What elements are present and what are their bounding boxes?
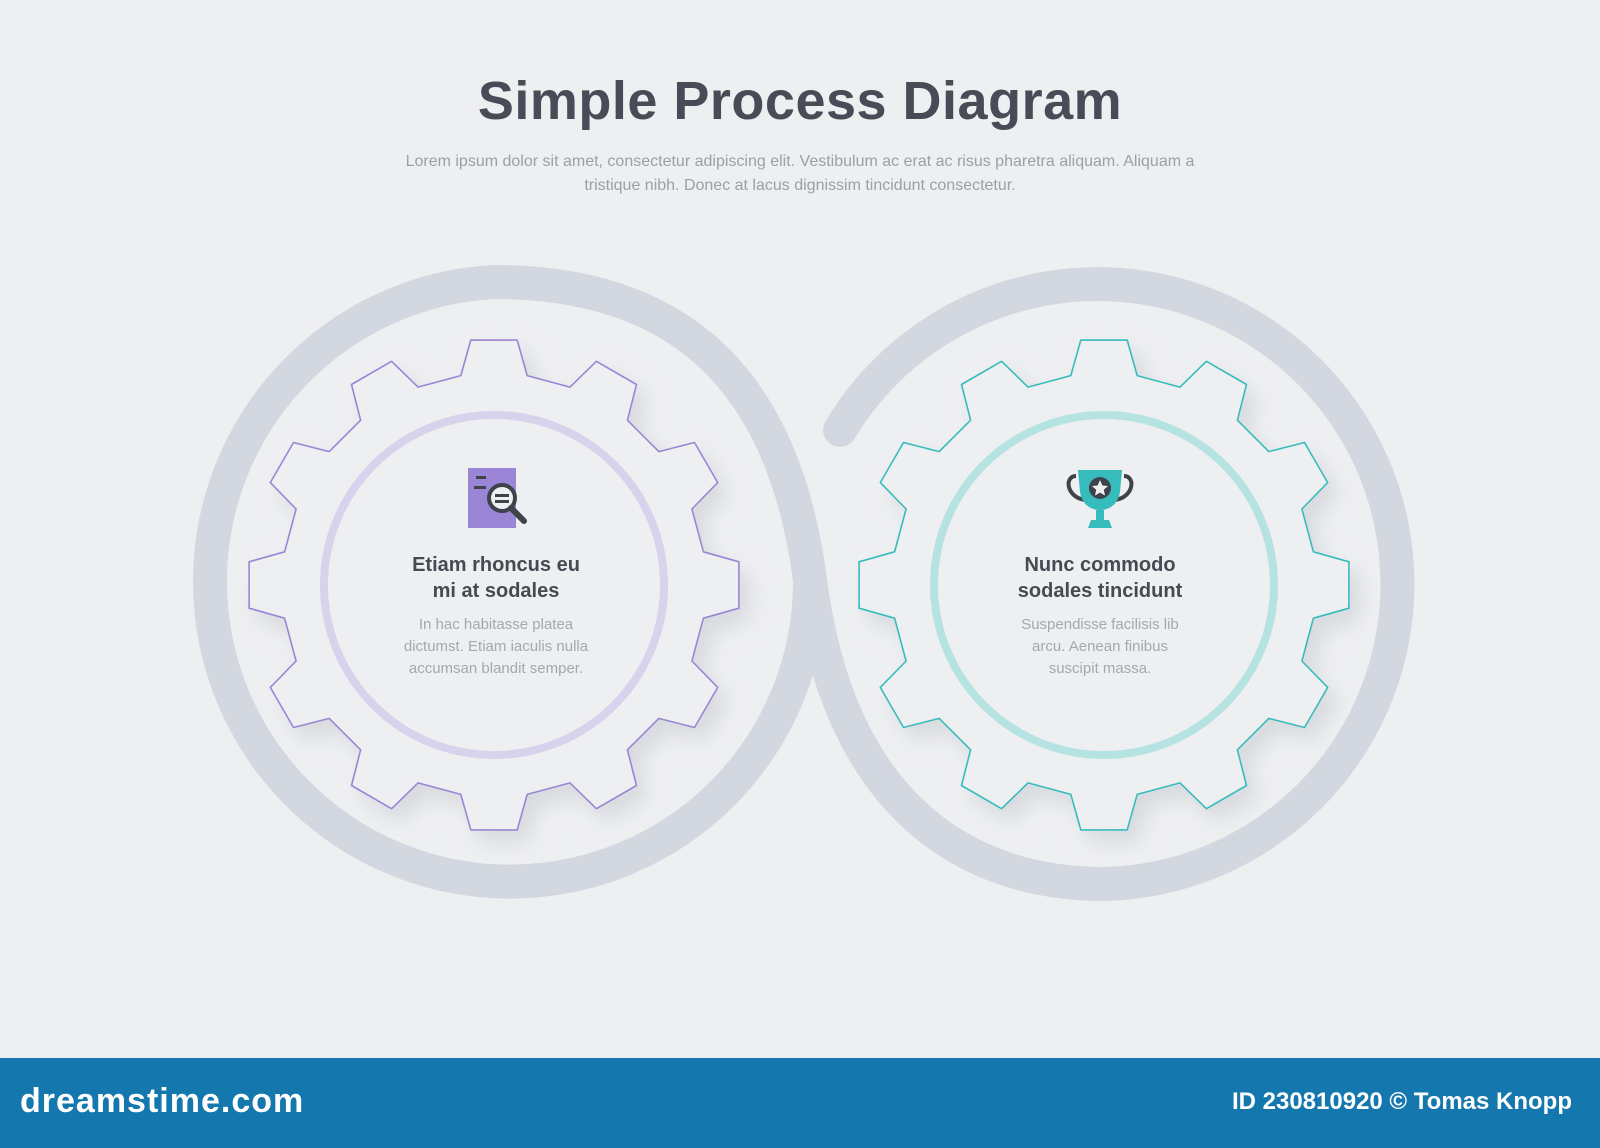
step-1-heading-line-1: Etiam rhoncus eu: [412, 554, 580, 576]
diagram-canvas: Simple Process Diagram Lorem ipsum dolor…: [193, 71, 1415, 902]
inner-ring-2: [930, 411, 1278, 759]
step-2-heading-line-2: sodales tincidunt: [1017, 580, 1183, 602]
document-search-icon: [468, 468, 527, 528]
image-credit: ID 230810920 © Tomas Knopp: [1231, 1088, 1572, 1115]
process-diagram: [193, 264, 1415, 902]
step-1-heading-line-2: mi at sodales: [432, 580, 560, 602]
step-1-description: In hac habitasse platea dictumst. Etiam …: [403, 616, 589, 677]
step-2-description: Suspendisse facilisis lib arcu. Aenean f…: [1021, 616, 1179, 677]
page-title: Simple Process Diagram: [477, 71, 1123, 131]
process-step-1: Etiam rhoncus eu mi at sodales In hac ha…: [376, 466, 616, 680]
inner-ring-1: [320, 411, 668, 759]
page-subtitle: Lorem ipsum dolor sit amet, consectetur …: [405, 153, 1195, 194]
stock-brand-logo: dreamstime.com: [20, 1082, 305, 1120]
step-2-heading: Nunc commodo sodales tincidunt: [980, 552, 1220, 604]
stock-footer-bar: dreamstime.com ID 230810920 © Tomas Knop…: [0, 1058, 1600, 1148]
step-1-heading: Etiam rhoncus eu mi at sodales: [376, 552, 616, 604]
trophy-icon: [1066, 470, 1134, 528]
process-step-2: Nunc commodo sodales tincidunt Suspendis…: [980, 466, 1220, 680]
step-2-heading-line-1: Nunc commodo: [1024, 554, 1176, 576]
loop-outline: [193, 264, 1415, 902]
